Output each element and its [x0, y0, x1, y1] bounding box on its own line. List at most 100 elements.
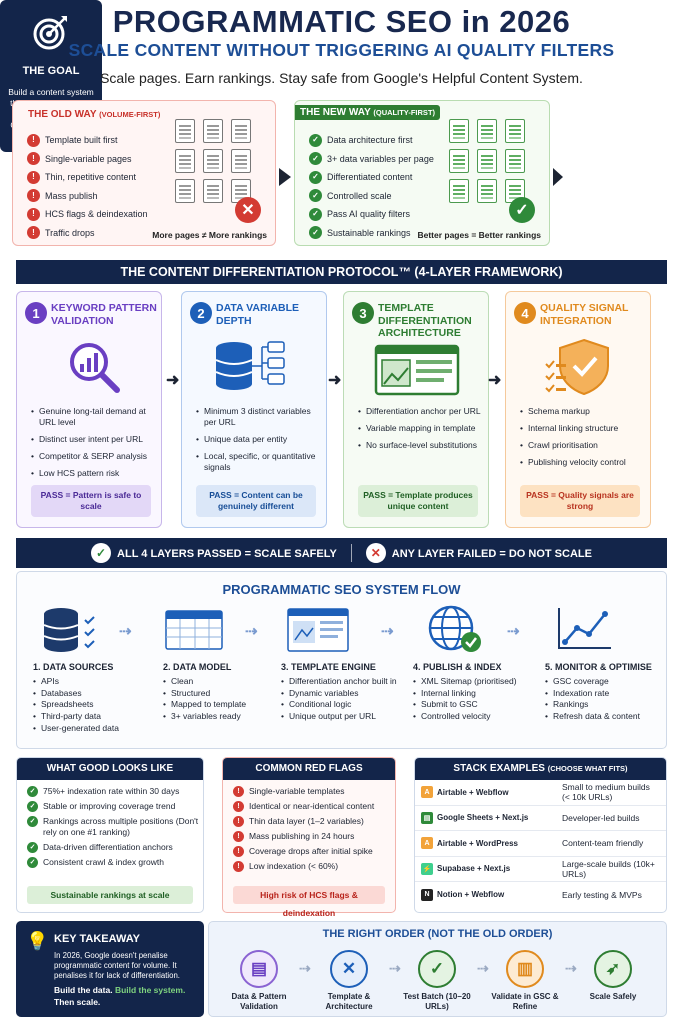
list-item: XML Sitemap (prioritised) — [413, 676, 517, 688]
list-item: Structured — [163, 688, 246, 700]
check-icon: ✓ — [27, 816, 38, 827]
warning-icon: ! — [27, 133, 40, 147]
old-way-footer: More pages ≠ More rankings — [152, 230, 267, 240]
flow-step-3: 3. TEMPLATE ENGINE Differentiation ancho… — [281, 662, 401, 723]
list-item: 3+ variables ready — [163, 711, 246, 723]
arrow-right-icon: ⇢ — [507, 623, 520, 640]
list-item: Differentiation anchor built in — [281, 676, 401, 688]
order-step-label: Template & Architecture — [325, 992, 373, 1011]
arrow-right-icon: ⇢ — [119, 623, 132, 640]
status-bar: ✓ALL 4 LAYERS PASSED = SCALE SAFELY ✕ANY… — [16, 538, 667, 568]
red-flags-title: COMMON RED FLAGS — [223, 758, 395, 780]
sheets-icon: ▤ — [421, 811, 433, 824]
list-item: !Thin, repetitive content — [27, 168, 148, 187]
arrow-right-icon: ⇢ — [245, 623, 258, 640]
list-item: Internal linking — [413, 688, 517, 700]
table-icon — [165, 610, 223, 650]
list-item: !HCS flags & deindexation — [27, 205, 148, 224]
layer-number: 3 — [352, 302, 374, 324]
arrow-right-icon: ⇢ — [381, 623, 394, 640]
order-step-label: Validate in GSC & Refine — [491, 992, 559, 1011]
list-item: ✓Controlled scale — [309, 187, 434, 206]
list-item: Schema markup — [520, 406, 648, 417]
red-flags-panel: COMMON RED FLAGS !Single-variable templa… — [222, 757, 396, 918]
supabase-icon: ⚡ — [421, 862, 433, 875]
list-item: ✓3+ data variables per page — [309, 150, 434, 169]
arrow-right-icon: ⇢ — [299, 960, 311, 976]
new-way-panel: THE NEW WAY (QUALITY-FIRST) ✓Data archit… — [294, 100, 550, 246]
good-panel: WHAT GOOD LOOKS LIKE ✓75%+ indexation ra… — [16, 757, 204, 913]
layer-card-3: 3 TEMPLATE DIFFERENTIATION ARCHITECTURE … — [343, 291, 489, 528]
airtable-icon: A — [421, 786, 433, 799]
tagline: Scale pages. Earn rankings. Stay safe fr… — [100, 70, 583, 86]
warning-icon: ! — [27, 226, 40, 240]
fail-status: ✕ANY LAYER FAILED = DO NOT SCALE — [365, 543, 592, 563]
list-item: ✓Rankings across multiple positions (Don… — [27, 816, 203, 838]
list-item: ✓Stable or improving coverage trend — [27, 801, 203, 812]
pass-badge: PASS = Content can be genuinely differen… — [196, 485, 316, 517]
arrow-right-icon: ➜ — [166, 372, 180, 389]
takeaway-text: In 2026, Google doesn't penalise program… — [54, 951, 180, 980]
arrow-right-icon: ⇢ — [565, 960, 577, 976]
check-icon: ✓ — [418, 950, 456, 988]
order-step-label: Test Batch (10–20 URLs) — [403, 992, 471, 1011]
list-item: !Traffic drops — [27, 224, 148, 243]
check-icon: ✓ — [309, 226, 322, 240]
old-way-panel: THE OLD WAY (VOLUME-FIRST) !Template bui… — [12, 100, 276, 246]
stack-use: Developer-led builds — [562, 812, 640, 823]
layer-list: Schema markup Internal linking structure… — [520, 406, 648, 474]
stack-name: Airtable + WordPress — [437, 838, 518, 848]
warning-icon: ! — [233, 861, 244, 872]
list-item: !Coverage drops after initial spike — [233, 846, 395, 857]
list-item: !Single-variable templates — [233, 786, 395, 797]
list-item: !Mass publishing in 24 hours — [233, 831, 395, 842]
list-item: Internal linking structure — [520, 423, 648, 434]
check-icon: ✓ — [27, 842, 38, 853]
order-step-label: Scale Safely — [589, 992, 637, 1001]
check-icon: ✓ — [91, 543, 112, 563]
list-item: Unique data per entity — [196, 434, 324, 445]
flow-step-1: 1. DATA SOURCES APIs Databases Spreadshe… — [33, 662, 119, 735]
list-item: Unique output per URL — [281, 711, 401, 723]
stack-name: Google Sheets + Next.js — [437, 813, 529, 823]
flow-step-5: 5. MONITOR & OPTIMISE GSC coverage Index… — [545, 662, 652, 723]
check-icon: ✓ — [309, 189, 322, 203]
list-item: Dynamic variables — [281, 688, 401, 700]
layer-list: Differentiation anchor per URL Variable … — [358, 406, 486, 457]
layer-number: 4 — [514, 302, 536, 324]
stack-row: ▤ Google Sheets + Next.js Developer-led b… — [415, 806, 666, 831]
layer-number: 1 — [25, 302, 47, 324]
list-item: Minimum 3 distinct variables per URL — [196, 406, 324, 428]
new-way-title: THE NEW WAY (QUALITY-FIRST) — [295, 105, 441, 120]
list-item: Genuine long-tail demand at URL level — [31, 406, 159, 428]
bar-chart-icon: ▥ — [506, 950, 544, 988]
list-item: !Identical or near-identical content — [233, 801, 395, 812]
pass-badge: PASS = Quality signals are strong — [520, 485, 640, 517]
order-step-3: ✓ Test Batch (10–20 URLs) — [397, 950, 477, 1012]
list-item: Variable mapping in template — [358, 423, 486, 434]
database-icon: ▤ — [240, 950, 278, 988]
rocket-icon: ➶ — [594, 950, 632, 988]
list-item: Competitor & SERP analysis — [31, 451, 159, 462]
lightbulb-icon: 💡 — [26, 931, 49, 951]
warning-icon: ! — [233, 801, 244, 812]
order-step-5: ➶ Scale Safely — [573, 950, 653, 1002]
warning-icon: ! — [233, 831, 244, 842]
page-title: PROGRAMMATIC SEO in 2026 — [112, 4, 571, 39]
stack-use: Early testing & MVPs — [562, 889, 642, 900]
divider — [350, 544, 352, 562]
list-item: Refresh data & content — [545, 711, 652, 723]
document-grid-icon — [175, 119, 251, 203]
document-grid-icon — [449, 119, 525, 203]
list-item: Publishing velocity control — [520, 457, 648, 468]
layer-card-2: 2 DATA VARIABLE DEPTH Minimum 3 distinct… — [181, 291, 327, 528]
check-icon: ✓ — [27, 786, 38, 797]
list-item: Clean — [163, 676, 246, 688]
globe-check-icon — [428, 605, 481, 652]
order-step-1: ▤ Data & Pattern Validation — [219, 950, 299, 1012]
template-icon — [374, 344, 460, 396]
flow-step-2: 2. DATA MODEL Clean Structured Mapped to… — [163, 662, 246, 723]
list-item: Mapped to template — [163, 699, 246, 711]
